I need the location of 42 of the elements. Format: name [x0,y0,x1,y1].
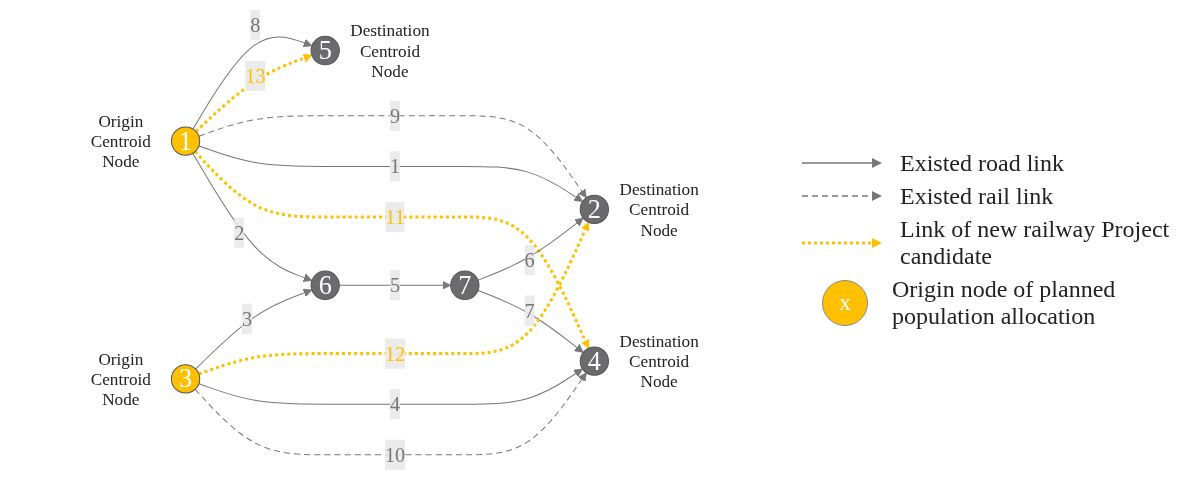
legend-text: Existed road link [900,149,1064,177]
node-circle: 3 [170,363,201,394]
legend-text: Link of new railway Project candidate [900,215,1171,270]
edge-label: 8 [250,13,261,36]
edge-label: 5 [389,273,401,296]
edge-label: 1 [389,154,401,178]
node-caption: Origin Centroid Node [90,349,151,409]
arrow [477,217,584,281]
node-circle: 6 [310,270,340,300]
arrow [194,150,590,349]
node-circle: 7 [450,270,480,300]
swatch-letter: x [839,289,851,316]
legend-text: Origin node of planned population allocation [892,275,1117,330]
edge-label: 7 [524,298,535,322]
arrow [198,221,590,375]
legend-text: Existed rail link [900,182,1054,210]
node-circle: 4 [579,346,610,376]
arrow [194,53,313,133]
node-caption: Origin Centroid Node [90,111,151,171]
node-caption: Destination Centroid Node [619,331,699,391]
arrow [198,368,583,405]
arrow [477,289,584,353]
arrow [194,371,587,455]
edge-label: 11 [385,205,405,228]
edge-label: 12 [384,341,406,365]
edge-label: 2 [234,220,245,244]
node-caption: Destination Centroid Node [350,20,430,81]
edge-label: 3 [241,307,253,330]
edge-label: 6 [524,248,535,271]
arrow [195,288,313,369]
edge-label: 10 [384,443,406,466]
node-circle: 5 [310,35,340,65]
edge-label: 13 [245,64,266,87]
arrow [198,144,583,202]
edge-label: 9 [389,104,401,127]
arrow [198,114,587,198]
edge-label: 4 [389,392,401,415]
arrow [192,35,313,129]
node-circle: 2 [579,194,610,224]
arrow [192,152,313,282]
node-circle: 1 [170,125,201,156]
node-caption: Destination Centroid Node [619,179,699,240]
